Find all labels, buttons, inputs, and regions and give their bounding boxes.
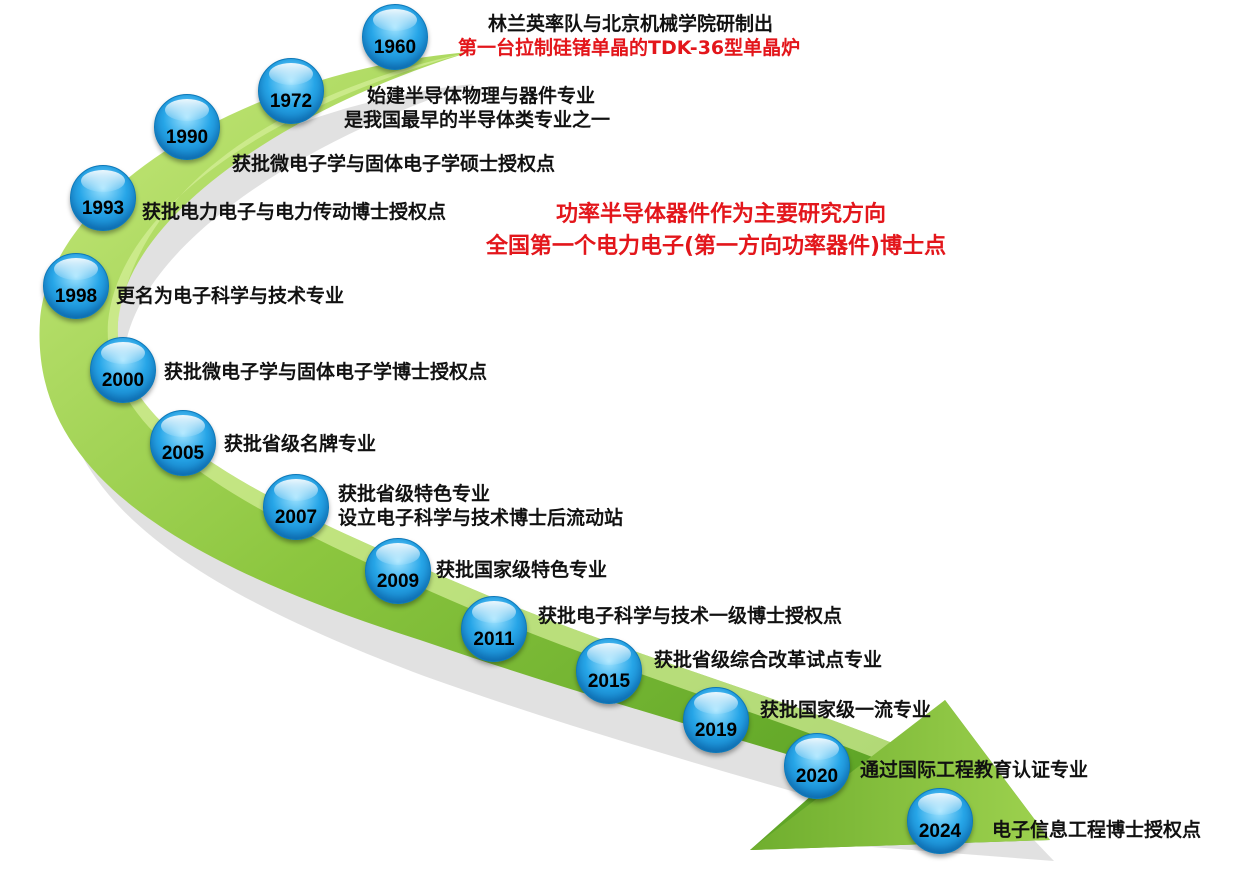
desc-line: 获批微电子学与固体电子学硕士授权点 xyxy=(232,153,556,175)
desc-line: 电子信息工程博士授权点 xyxy=(992,819,1202,841)
desc-2011: 获批电子科学与技术一级博士授权点 xyxy=(538,604,842,628)
desc-2024: 电子信息工程博士授权点 xyxy=(992,818,1201,842)
desc-1993: 获批电力电子与电力传动博士授权点 xyxy=(142,200,446,224)
desc-2005: 获批省级名牌专业 xyxy=(224,432,376,456)
desc-1998: 更名为电子科学与技术专业 xyxy=(116,284,344,308)
milestone-2005: 2005 xyxy=(150,410,216,476)
year-label: 2024 xyxy=(918,821,962,842)
desc-line: 获批国家级一流专业 xyxy=(760,699,932,721)
year-label: 2000 xyxy=(101,370,145,391)
milestone-1972: 1972 xyxy=(258,58,324,124)
desc-line: 更名为电子科学与技术专业 xyxy=(116,285,345,307)
desc-line: 获批省级名牌专业 xyxy=(224,433,377,455)
desc-2009: 获批国家级特色专业 xyxy=(436,558,607,582)
desc-2007: 获批省级特色专业 设立电子科学与技术博士后流动站 xyxy=(338,482,623,530)
desc-2000: 获批微电子学与固体电子学博士授权点 xyxy=(164,360,487,384)
desc-line-highlight: 第一台拉制硅锗单晶的TDK-36型单晶炉 xyxy=(458,37,801,59)
desc-line: 获批电力电子与电力传动博士授权点 xyxy=(142,201,447,223)
highlight-phd-program: 全国第一个电力电子(第一方向功率器件)博士点 xyxy=(486,234,947,259)
year-label: 1972 xyxy=(269,91,313,112)
desc-line: 始建半导体物理与器件专业 xyxy=(367,85,596,107)
milestone-1993: 1993 xyxy=(70,165,136,231)
desc-2015: 获批省级综合改革试点专业 xyxy=(654,648,882,672)
milestone-2000: 2000 xyxy=(90,337,156,403)
milestone-2007: 2007 xyxy=(263,474,329,540)
desc-line: 获批省级综合改革试点专业 xyxy=(654,649,883,671)
year-label: 1993 xyxy=(81,198,125,219)
year-label: 2020 xyxy=(795,766,839,787)
desc-line: 是我国最早的半导体类专业之一 xyxy=(344,109,611,131)
desc-2020: 通过国际工程教育认证专业 xyxy=(860,758,1088,782)
year-label: 1998 xyxy=(54,286,98,307)
year-label: 1990 xyxy=(165,127,209,148)
desc-line: 获批国家级特色专业 xyxy=(436,559,608,581)
milestone-1960: 1960 xyxy=(362,4,428,70)
desc-line: 通过国际工程教育认证专业 xyxy=(860,759,1089,781)
milestone-1998: 1998 xyxy=(43,253,109,319)
milestone-2009: 2009 xyxy=(365,538,431,604)
milestone-2024: 2024 xyxy=(907,788,973,854)
desc-line: 获批省级特色专业 xyxy=(338,483,491,505)
year-label: 2011 xyxy=(473,629,515,650)
milestone-1990: 1990 xyxy=(154,94,220,160)
milestone-2011: 2011 xyxy=(461,596,527,662)
year-label: 2005 xyxy=(161,443,205,464)
desc-2019: 获批国家级一流专业 xyxy=(760,698,931,722)
desc-1960: 林兰英率队与北京机械学院研制出 第一台拉制硅锗单晶的TDK-36型单晶炉 xyxy=(458,12,800,60)
desc-line: 获批电子科学与技术一级博士授权点 xyxy=(538,605,843,627)
desc-1990: 获批微电子学与固体电子学硕士授权点 xyxy=(232,152,555,176)
year-label: 2009 xyxy=(376,571,420,592)
desc-1972: 始建半导体物理与器件专业 是我国最早的半导体类专业之一 xyxy=(344,84,610,132)
year-label: 2019 xyxy=(694,720,738,741)
milestone-2020: 2020 xyxy=(784,733,850,799)
desc-line: 获批微电子学与固体电子学博士授权点 xyxy=(164,361,488,383)
milestone-2015: 2015 xyxy=(576,638,642,704)
year-label: 1960 xyxy=(373,37,417,58)
highlight-research-direction: 功率半导体器件作为主要研究方向 xyxy=(556,202,887,227)
desc-line: 林兰英率队与北京机械学院研制出 xyxy=(488,13,774,35)
milestone-2019: 2019 xyxy=(683,687,749,753)
desc-line: 设立电子科学与技术博士后流动站 xyxy=(338,507,624,529)
year-label: 2007 xyxy=(274,507,318,528)
year-label: 2015 xyxy=(587,671,631,692)
